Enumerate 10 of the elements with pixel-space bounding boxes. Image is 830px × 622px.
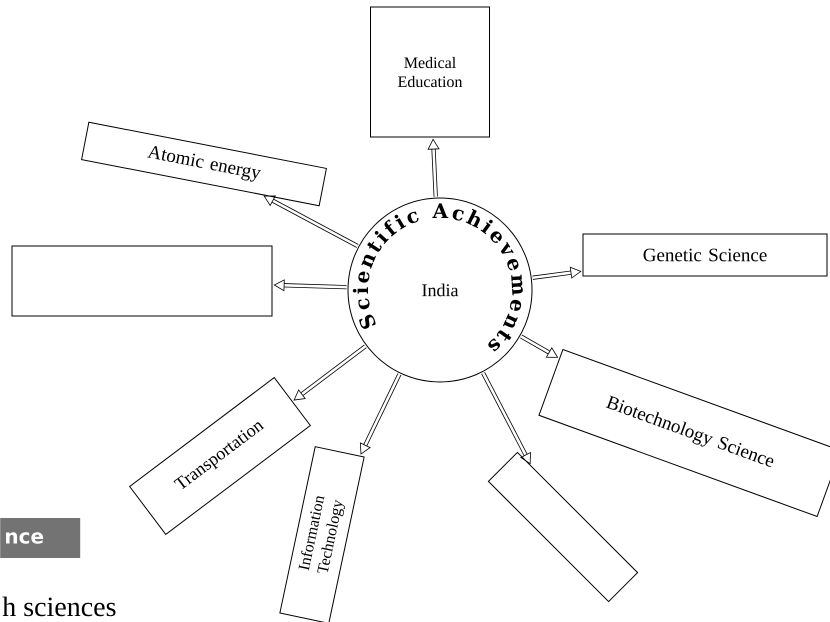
label-box: Genetic Science <box>582 234 828 276</box>
hollow-arrow <box>532 266 582 280</box>
body-text: h sciences <box>2 596 116 616</box>
hollow-arrow <box>481 372 531 464</box>
heading-tab: nce <box>0 518 80 558</box>
empty-box <box>488 452 638 602</box>
empty-box <box>12 246 272 316</box>
hollow-arrow <box>274 279 347 292</box>
label-box: Atomic energy <box>81 122 327 206</box>
label-box: Medical Education <box>370 6 490 138</box>
